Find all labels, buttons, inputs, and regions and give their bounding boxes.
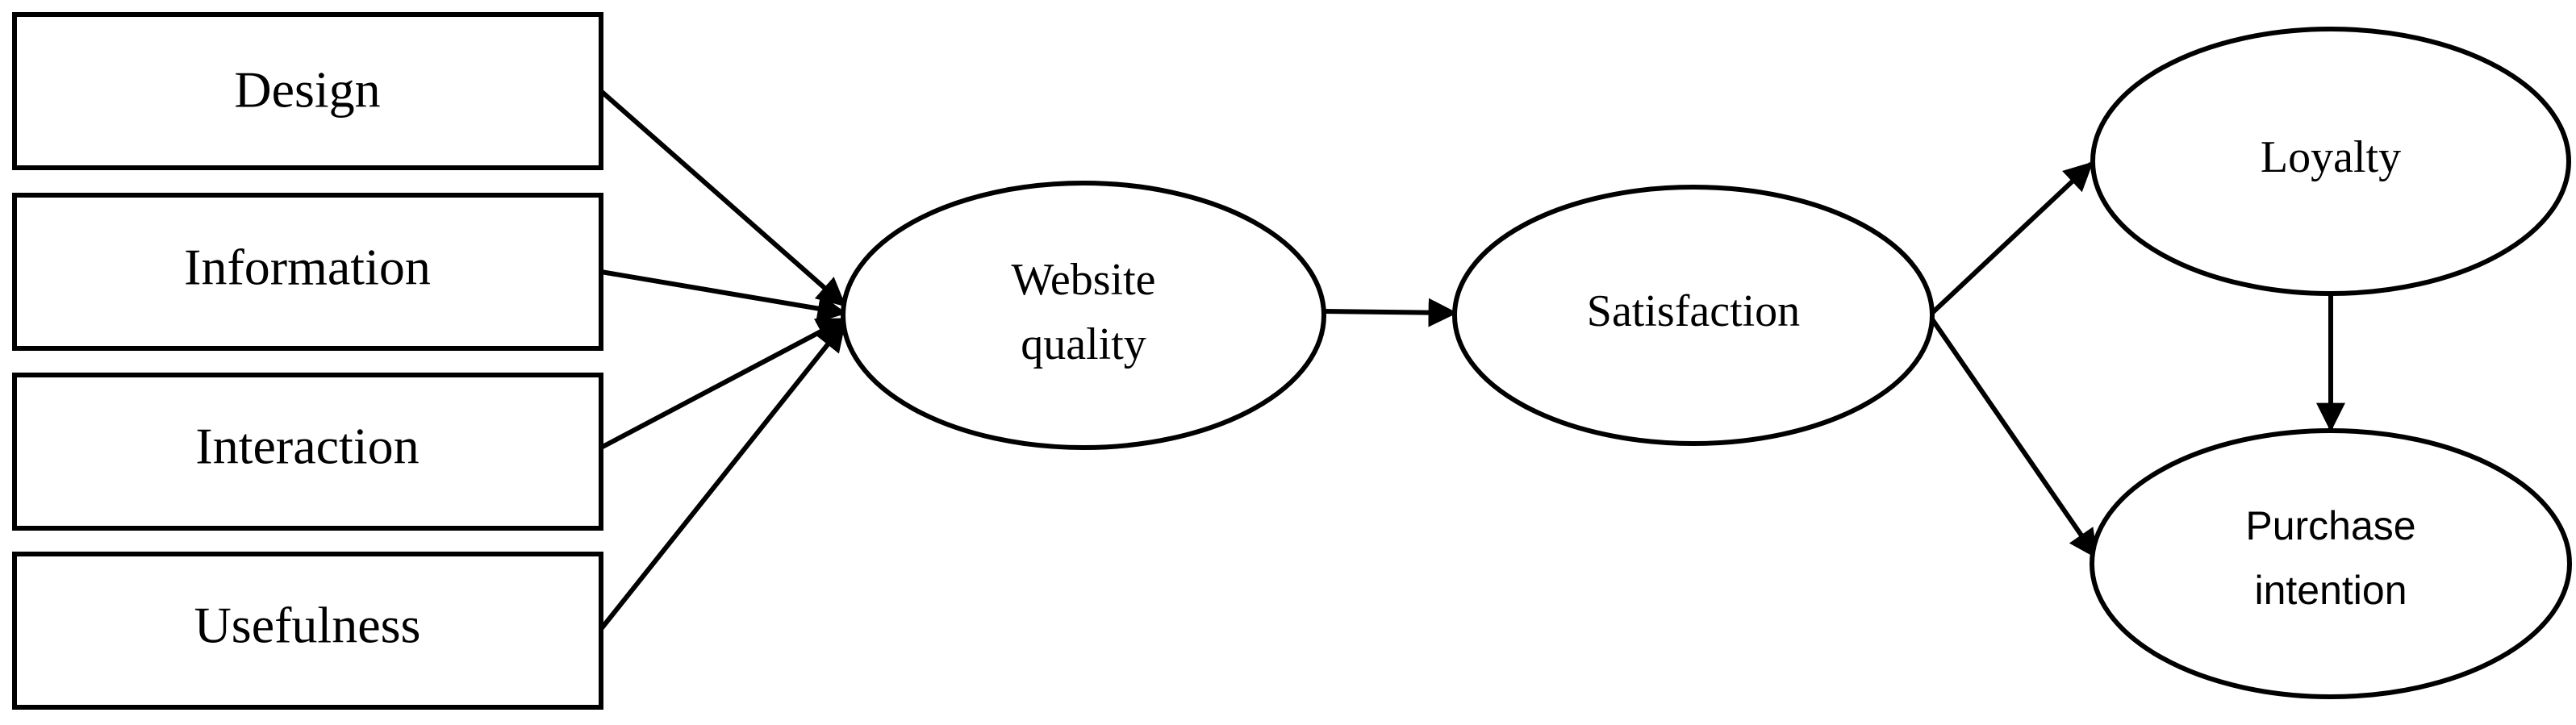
ellipse-satisfaction bbox=[1452, 185, 1935, 446]
label-satisfaction: Satisfaction bbox=[1587, 286, 1800, 336]
label-website-quality-line2: quality bbox=[1021, 319, 1146, 369]
arrow-website-quality-to-satisfaction bbox=[1322, 298, 1458, 327]
arrow-interaction-to-website-quality bbox=[599, 317, 847, 450]
ellipse-loyalty bbox=[2090, 27, 2571, 296]
input-boxes bbox=[12, 12, 603, 710]
label-loyalty: Loyalty bbox=[2261, 132, 2401, 182]
construct-ellipses bbox=[841, 27, 2572, 699]
box-usefulness bbox=[12, 552, 603, 710]
arrow-satisfaction-to-purchase-intention bbox=[1930, 318, 2098, 559]
box-design bbox=[12, 12, 603, 170]
box-interaction bbox=[12, 373, 603, 531]
labels: Design Information Interaction Usefulnes… bbox=[184, 61, 2415, 654]
arrow-design-to-website-quality bbox=[599, 89, 846, 307]
box-information bbox=[12, 193, 603, 351]
arrow-usefulness-to-website-quality bbox=[599, 322, 846, 631]
arrows bbox=[599, 89, 2345, 631]
label-purchase-intention-line2: intention bbox=[2254, 568, 2407, 613]
label-purchase-intention-line1: Purchase bbox=[2245, 503, 2415, 548]
label-information: Information bbox=[184, 239, 431, 296]
arrow-satisfaction-to-loyalty bbox=[1930, 161, 2094, 315]
label-usefulness: Usefulness bbox=[194, 597, 421, 654]
ellipse-website-quality bbox=[841, 181, 1326, 450]
label-interaction: Interaction bbox=[195, 418, 419, 475]
arrow-information-to-website-quality bbox=[600, 269, 847, 323]
label-design: Design bbox=[234, 61, 380, 119]
ellipse-purchase-intention bbox=[2090, 428, 2572, 699]
label-website-quality-line1: Website bbox=[1012, 255, 1156, 305]
